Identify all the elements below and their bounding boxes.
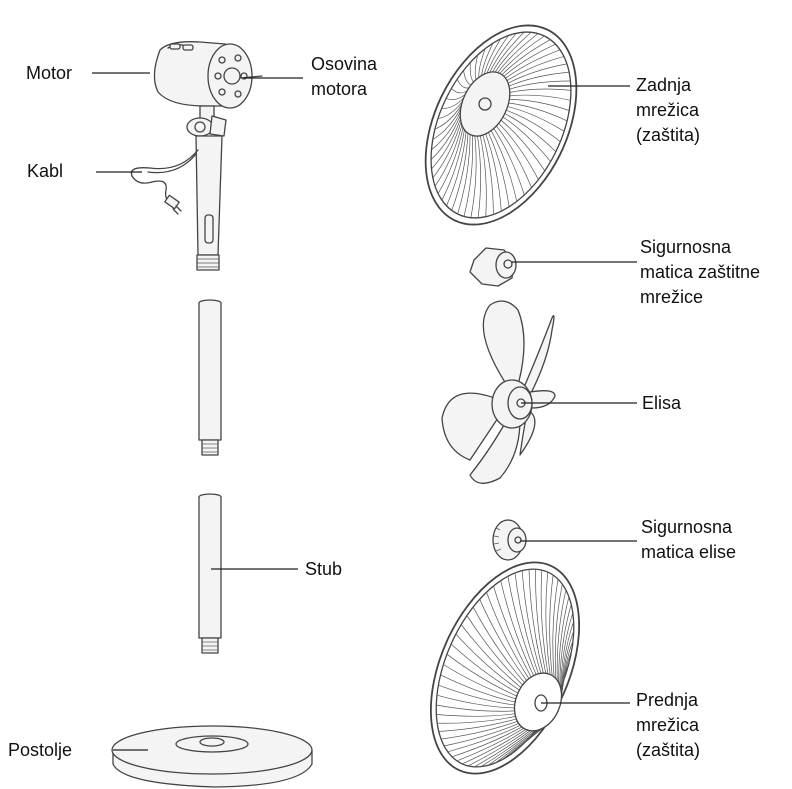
grille-wire <box>498 34 538 73</box>
grille-wire <box>443 665 515 699</box>
grille-wire <box>462 729 526 764</box>
grille-nut-label-line-1: Sigurnosna <box>640 236 760 258</box>
front-grille <box>401 540 609 789</box>
grille-wire <box>522 571 541 674</box>
grille-wire <box>536 569 546 673</box>
grille-wire <box>501 581 534 676</box>
grille-wire <box>461 625 521 688</box>
base-plate <box>112 726 312 787</box>
grille-wire <box>471 136 476 218</box>
grille-wire <box>457 79 469 88</box>
grille-wire <box>435 125 462 186</box>
rear-grille-label-line-2: mrežica <box>636 99 700 121</box>
motor-label: Motor <box>26 62 72 84</box>
motor-assembly <box>154 42 262 270</box>
grille-wire <box>464 135 473 216</box>
middle-pole <box>199 300 221 455</box>
grille-wire <box>470 62 473 82</box>
grille-wire <box>488 132 509 206</box>
blade-nut-label-line-2: matica elise <box>641 541 736 563</box>
rear-grille-label: Zadnja mrežica (zaštita) <box>636 74 700 146</box>
grille-wire <box>478 136 481 218</box>
front-grille-label-line-1: Prednja <box>636 689 700 711</box>
grille-wire <box>509 99 569 110</box>
grille-wire <box>482 43 493 75</box>
grille-nut-label-line-2: matica zaštitne <box>640 261 760 283</box>
grille-wire <box>510 89 571 92</box>
shaft-label-line-1: Osovina <box>311 53 377 75</box>
base-label: Postolje <box>8 739 72 761</box>
grille-wire <box>438 685 514 705</box>
blade-safety-nut <box>493 520 526 560</box>
grille-wire <box>504 44 556 76</box>
grille-wire <box>487 592 529 679</box>
grille-wire <box>490 33 517 72</box>
shaft-label: Osovina motora <box>311 53 377 100</box>
front-grille-label-line-2: mrežica <box>636 714 700 736</box>
pole-label: Stub <box>305 558 342 580</box>
grille-wire <box>438 127 463 193</box>
grille-nut-label-line-3: mrežice <box>640 286 760 308</box>
grille-wire <box>451 644 518 693</box>
grille-wire <box>481 731 533 767</box>
grille-wire <box>480 599 527 680</box>
grille-wire <box>475 55 477 80</box>
grille-wire <box>433 122 461 178</box>
grille-wire <box>467 616 523 686</box>
lower-pole <box>199 494 221 653</box>
grille-wire <box>509 103 567 121</box>
grille-wire <box>503 117 551 162</box>
blade-label: Elisa <box>642 392 681 414</box>
grille-wire <box>508 107 564 132</box>
grille-wire <box>501 120 545 171</box>
grille-wire <box>456 634 519 690</box>
rear-grille-label-line-3: (zaštita) <box>636 124 700 146</box>
grille-nut-label: Sigurnosna matica zaštitne mrežice <box>640 236 760 308</box>
power-cable <box>131 150 198 214</box>
front-grille-label-line-3: (zaštita) <box>636 739 700 761</box>
fan-blade <box>442 301 555 483</box>
grille-wire <box>550 575 553 676</box>
grille-wire <box>436 714 515 717</box>
blade-nut-label: Sigurnosna matica elise <box>641 516 736 563</box>
rear-grille <box>395 1 607 249</box>
grille-safety-nut <box>470 248 516 286</box>
grille-wire <box>480 136 486 217</box>
grille-wire <box>436 705 514 711</box>
cable-label: Kabl <box>27 160 63 182</box>
grille-wire <box>483 135 494 215</box>
rear-grille-label-line-1: Zadnja <box>636 74 700 96</box>
grille-wire <box>451 89 467 93</box>
shaft-label-line-2: motora <box>311 78 377 100</box>
front-grille-label: Prednja mrežica (zaštita) <box>636 689 700 761</box>
blade-nut-label-line-1: Sigurnosna <box>641 516 736 538</box>
